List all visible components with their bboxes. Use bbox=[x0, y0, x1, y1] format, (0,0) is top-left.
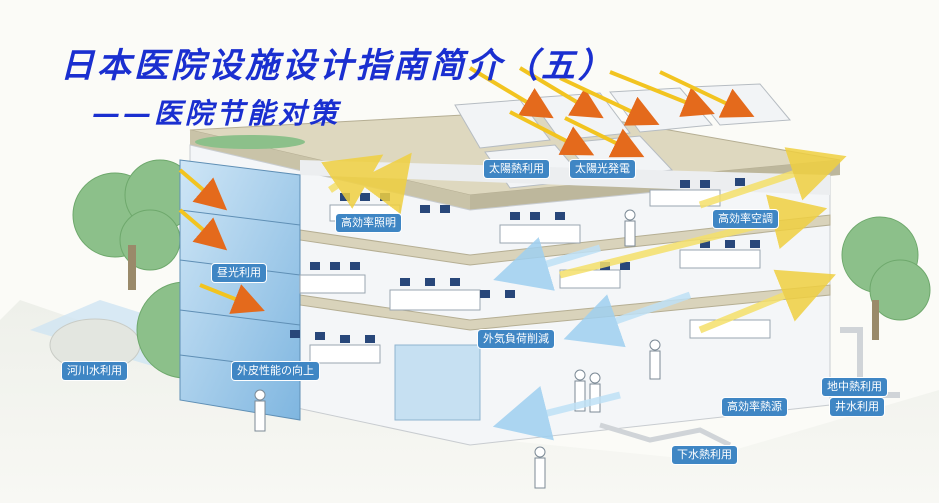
entrance bbox=[394, 344, 481, 421]
label-outdoor-air-load: 外気負荷削減 bbox=[478, 330, 554, 348]
sun-rays bbox=[178, 66, 755, 314]
label-efficient-ac: 高効率空調 bbox=[713, 210, 778, 228]
label-river-water: 河川水利用 bbox=[62, 362, 127, 380]
page-subtitle: ——医院节能对策 bbox=[92, 97, 341, 130]
label-efficient-lighting: 高効率照明 bbox=[336, 214, 401, 232]
label-geothermal: 地中熱利用 bbox=[822, 378, 887, 396]
label-solar-heat: 太陽熱利用 bbox=[484, 160, 549, 178]
label-solar-power: 太陽光発電 bbox=[570, 160, 635, 178]
outdoor-air-arrows bbox=[492, 237, 692, 441]
glass-facade bbox=[179, 159, 301, 421]
label-efficient-heat-source: 高効率熱源 bbox=[722, 398, 787, 416]
page-title: 日本医院设施设计指南简介（五） bbox=[60, 46, 615, 86]
label-sewage-heat: 下水熱利用 bbox=[672, 446, 737, 464]
label-envelope: 外皮性能の向上 bbox=[232, 362, 319, 380]
label-well-water: 井水利用 bbox=[830, 398, 884, 416]
label-daylight: 昼光利用 bbox=[212, 264, 266, 282]
